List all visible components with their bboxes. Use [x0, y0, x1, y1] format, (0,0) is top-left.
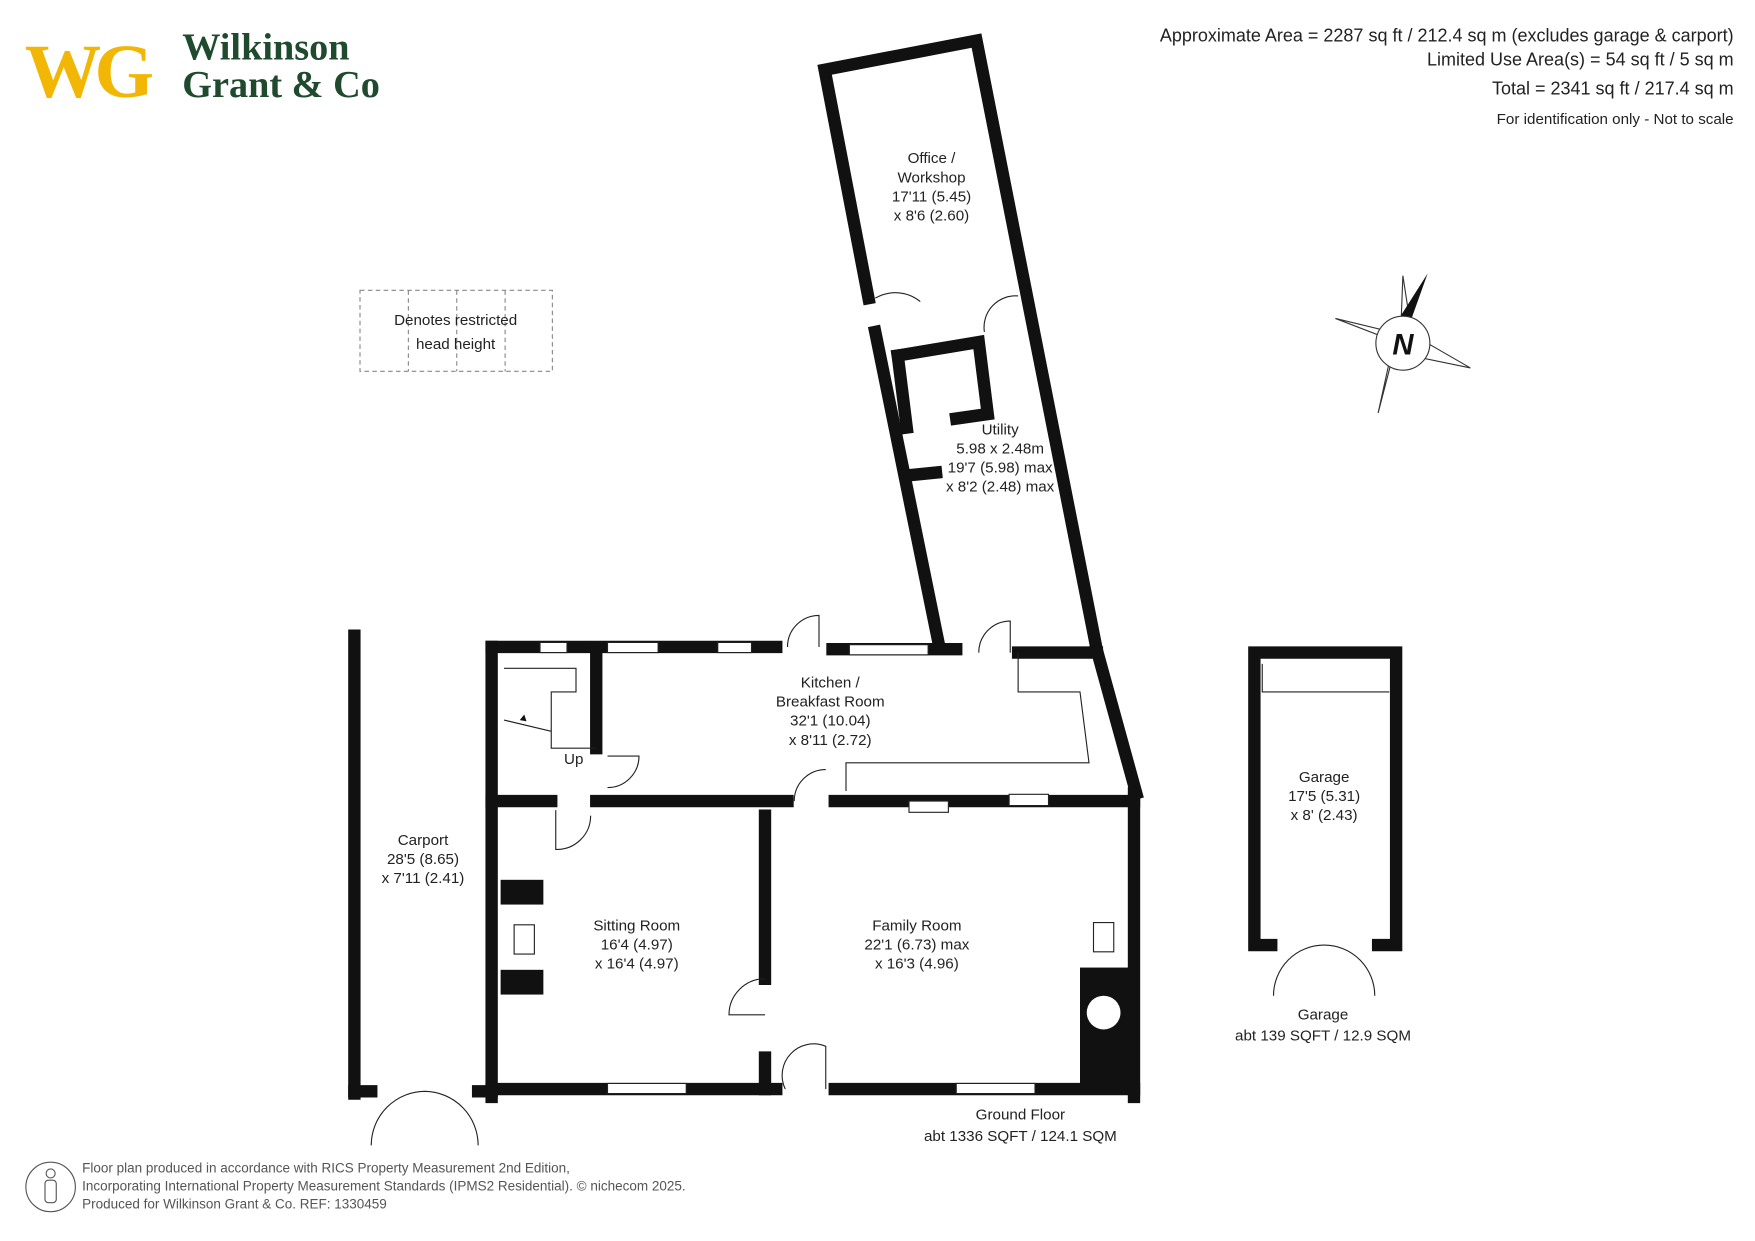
room-dimension: 19'7 (5.98) max: [948, 460, 1053, 477]
room-dimension: x 8'6 (2.60): [894, 208, 969, 225]
stairs-label: Up: [564, 751, 583, 768]
room-name: 5.98 x 2.48m: [956, 440, 1044, 457]
compass-icon: N: [1335, 273, 1471, 414]
room-name: Office /: [908, 150, 957, 167]
room-garage: Garage 17'5 (5.31) x 8' (2.43): [1288, 769, 1360, 824]
room-dimension: 17'5 (5.31): [1288, 788, 1360, 805]
room-name: Sitting Room: [593, 917, 680, 934]
room-dimension: x 16'4 (4.97): [595, 956, 679, 973]
room-dimension: x 7'11 (2.41): [382, 870, 465, 887]
restricted-height-legend: Denotes restricted head height: [359, 289, 553, 372]
footer: Floor plan produced in accordance with R…: [25, 1160, 686, 1213]
person-icon: [25, 1161, 76, 1213]
room-name: Family Room: [872, 917, 961, 934]
room-dimension: 28'5 (8.65): [387, 851, 459, 868]
room-dimension: x 8'11 (2.72): [789, 732, 872, 749]
logo-monogram: WG: [25, 29, 153, 114]
approximate-area: Approximate Area = 2287 sq ft / 212.4 sq…: [1160, 26, 1734, 46]
room-carport: Carport 28'5 (8.65) x 7'11 (2.41): [382, 832, 465, 887]
room-name: Workshop: [897, 169, 965, 186]
legend-text-1: Denotes restricted: [394, 312, 517, 329]
logo-name-line1: Wilkinson: [182, 27, 349, 69]
room-name: Kitchen /: [801, 674, 861, 691]
compass-north-label: N: [1392, 329, 1414, 361]
room-dimension: x 16'3 (4.96): [875, 956, 959, 973]
footer-line-3: Produced for Wilkinson Grant & Co. REF: …: [82, 1196, 387, 1211]
brand-logo: WG Wilkinson Grant & Co: [25, 27, 380, 114]
floor-name: Garage: [1298, 1006, 1349, 1023]
scale-note: For identification only - Not to scale: [1497, 111, 1734, 128]
room-dimension: 32'1 (10.04): [790, 713, 871, 730]
floor-name: Ground Floor: [976, 1106, 1065, 1123]
room-name: Garage: [1299, 769, 1350, 786]
room-name: Carport: [398, 832, 449, 849]
room-dimension: x 8'2 (2.48) max: [946, 479, 1055, 496]
room-dimension: x 8' (2.43): [1291, 807, 1358, 824]
room-office: Office / Workshop 17'11 (5.45) x 8'6 (2.…: [892, 150, 971, 224]
footer-line-2: Incorporating International Property Mea…: [82, 1178, 686, 1193]
room-sitting: Sitting Room 16'4 (4.97) x 16'4 (4.97): [593, 917, 680, 972]
room-name: Breakfast Room: [776, 694, 885, 711]
room-family: Family Room 22'1 (6.73) max x 16'3 (4.96…: [864, 917, 969, 972]
floor-area: abt 139 SQFT / 12.9 SQM: [1235, 1028, 1411, 1045]
room-name: Utility: [982, 421, 1019, 438]
room-dimension: 22'1 (6.73) max: [864, 937, 969, 954]
room-dimension: 16'4 (4.97): [601, 937, 673, 954]
floor-area: abt 1336 SQFT / 124.1 SQM: [924, 1128, 1117, 1145]
room-utility: Utility 5.98 x 2.48m 19'7 (5.98) max x 8…: [946, 421, 1055, 495]
walls: [348, 33, 1403, 1146]
room-dimension: 17'11 (5.45): [892, 188, 971, 205]
legend-text-2: head height: [416, 336, 496, 353]
total-area: Total = 2341 sq ft / 217.4 sq m: [1492, 79, 1734, 99]
footer-line-1: Floor plan produced in accordance with R…: [82, 1160, 570, 1175]
limited-use-area: Limited Use Area(s) = 54 sq ft / 5 sq m: [1427, 49, 1734, 69]
logo-name-line2: Grant & Co: [182, 64, 380, 106]
room-kitchen: Kitchen / Breakfast Room 32'1 (10.04) x …: [776, 674, 885, 748]
